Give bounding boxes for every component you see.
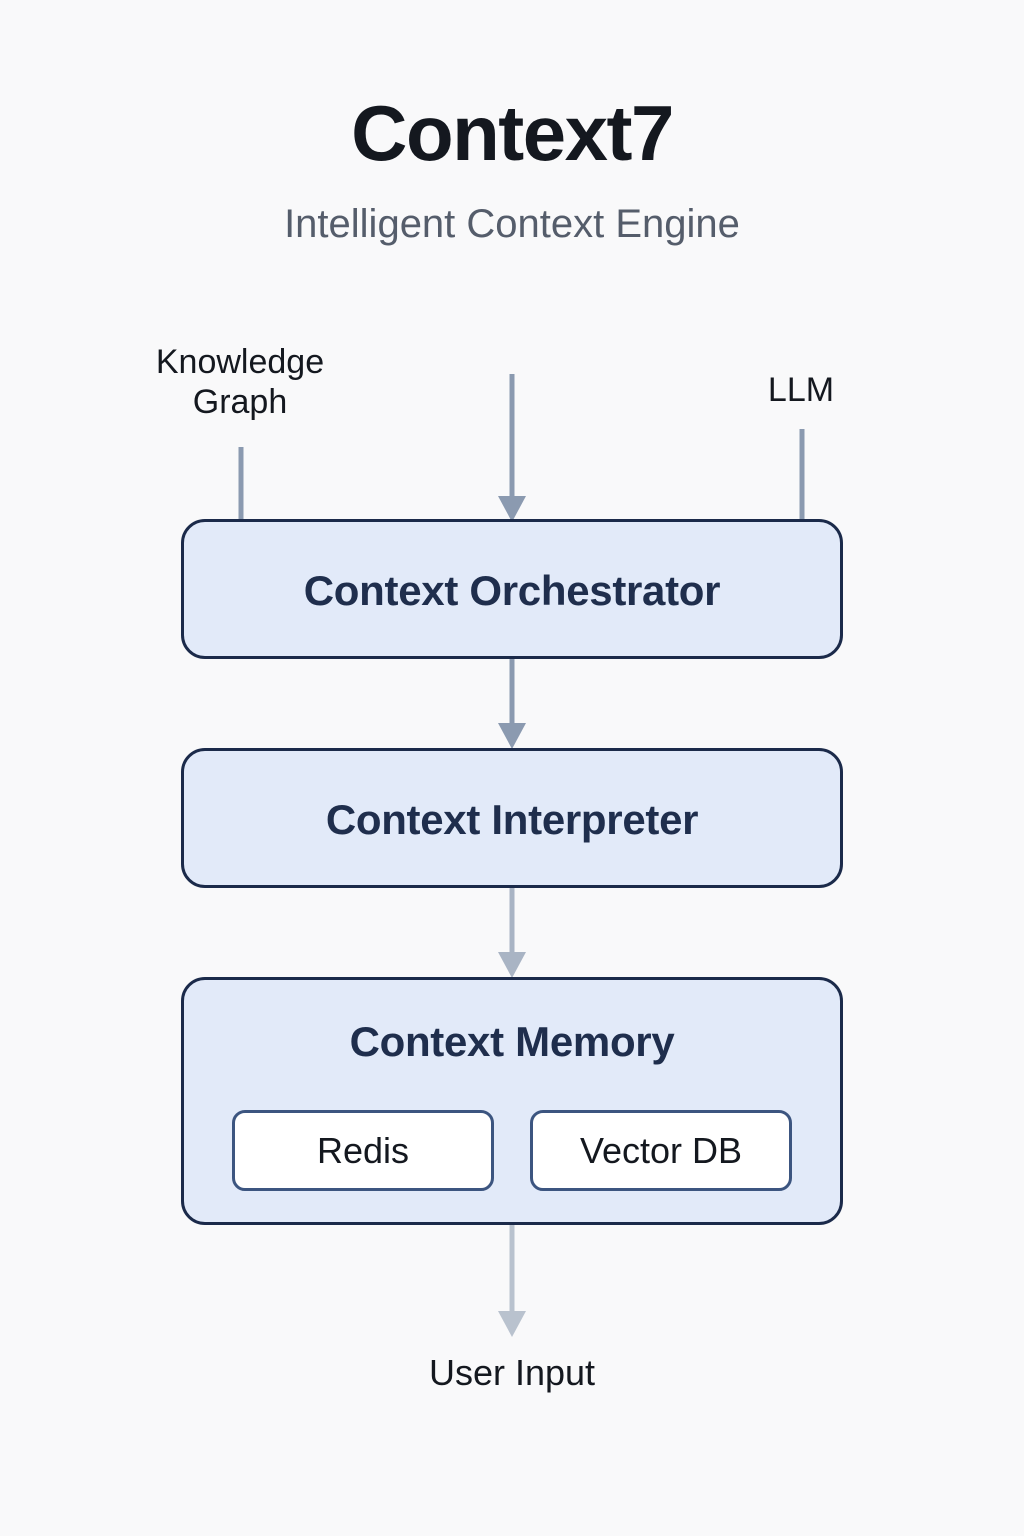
node-context-orchestrator[interactable]: Context Orchestrator bbox=[181, 519, 843, 659]
connector-knowledge-graph bbox=[238, 447, 244, 523]
sub-node-redis[interactable]: Redis bbox=[232, 1110, 494, 1191]
output-label-user-input: User Input bbox=[428, 1352, 596, 1393]
page-subtitle: Intelligent Context Engine bbox=[284, 202, 740, 246]
memory-backends-row: Redis Vector DB bbox=[184, 1110, 840, 1191]
connector-interpreter-to-memory bbox=[498, 888, 526, 978]
connector-memory-to-user-input bbox=[498, 1225, 526, 1337]
page-title: Context7 bbox=[351, 89, 674, 177]
node-label: Context Interpreter bbox=[325, 796, 699, 843]
node-label: Context Memory bbox=[349, 1018, 675, 1065]
node-context-interpreter[interactable]: Context Interpreter bbox=[181, 748, 843, 888]
connector-top-input-arrow bbox=[498, 374, 526, 522]
sub-node-vector-db[interactable]: Vector DB bbox=[530, 1110, 792, 1191]
connector-orchestrator-to-interpreter bbox=[498, 659, 526, 749]
input-label-knowledge-graph: Knowledge Graph bbox=[155, 343, 325, 422]
node-context-memory[interactable]: Context Memory Redis Vector DB bbox=[181, 977, 843, 1225]
connector-llm bbox=[799, 429, 805, 523]
input-label-llm: LLM bbox=[767, 371, 835, 409]
node-label: Context Orchestrator bbox=[303, 567, 721, 614]
